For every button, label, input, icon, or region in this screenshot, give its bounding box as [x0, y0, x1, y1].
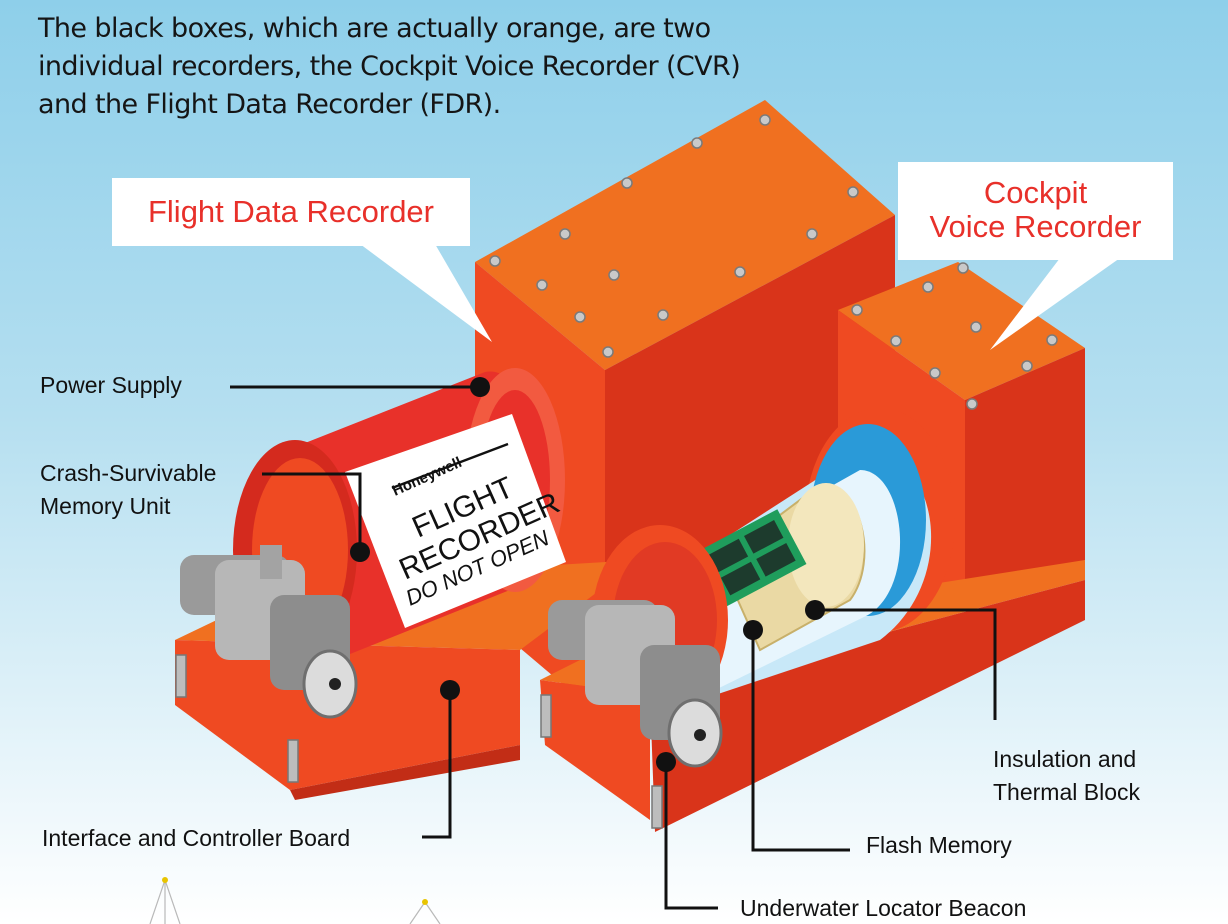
label-interface-board: Interface and Controller Board — [42, 825, 351, 851]
leader-flash-memory — [751, 630, 850, 852]
cvr-callout-line2: Voice Recorder — [929, 209, 1142, 244]
fdr-callout-tail — [360, 244, 492, 342]
fdr-callout: Flight Data Recorder — [112, 178, 470, 246]
cvr-connector — [548, 600, 723, 768]
fdr-callout-text: Flight Data Recorder — [147, 194, 434, 229]
leader-beacon — [664, 760, 718, 910]
cvr-callout: Cockpit Voice Recorder — [898, 162, 1173, 260]
fdr-connector — [180, 545, 358, 719]
label-insulation-line2: Thermal Block — [993, 779, 1140, 805]
cvr-callout-tail — [990, 258, 1120, 350]
background-towers — [149, 877, 441, 924]
label-csmu-line2: Memory Unit — [40, 493, 171, 519]
leader-interface-board — [422, 690, 452, 839]
label-csmu-line1: Crash-Survivable — [40, 460, 217, 486]
leader-dots — [350, 377, 825, 772]
cvr-callout-line1: Cockpit — [983, 175, 1088, 210]
label-beacon: Underwater Locator Beacon — [740, 895, 1027, 921]
leader-lines — [230, 385, 997, 910]
label-power-supply: Power Supply — [40, 372, 182, 398]
flash-memory-board — [696, 509, 807, 608]
recorder-warning-label: Honeywell FLIGHT RECORDER DO NOT OPEN — [345, 414, 566, 628]
leader-insulation — [815, 608, 997, 720]
label-insulation-line1: Insulation and — [993, 746, 1137, 772]
cvr-top-screws — [851, 262, 1058, 410]
intro-paragraph: The black boxes, which are actually oran… — [38, 13, 741, 120]
leader-csmu — [262, 472, 362, 548]
fdr-top-screws — [489, 114, 859, 358]
label-flash-memory: Flash Memory — [866, 832, 1012, 858]
